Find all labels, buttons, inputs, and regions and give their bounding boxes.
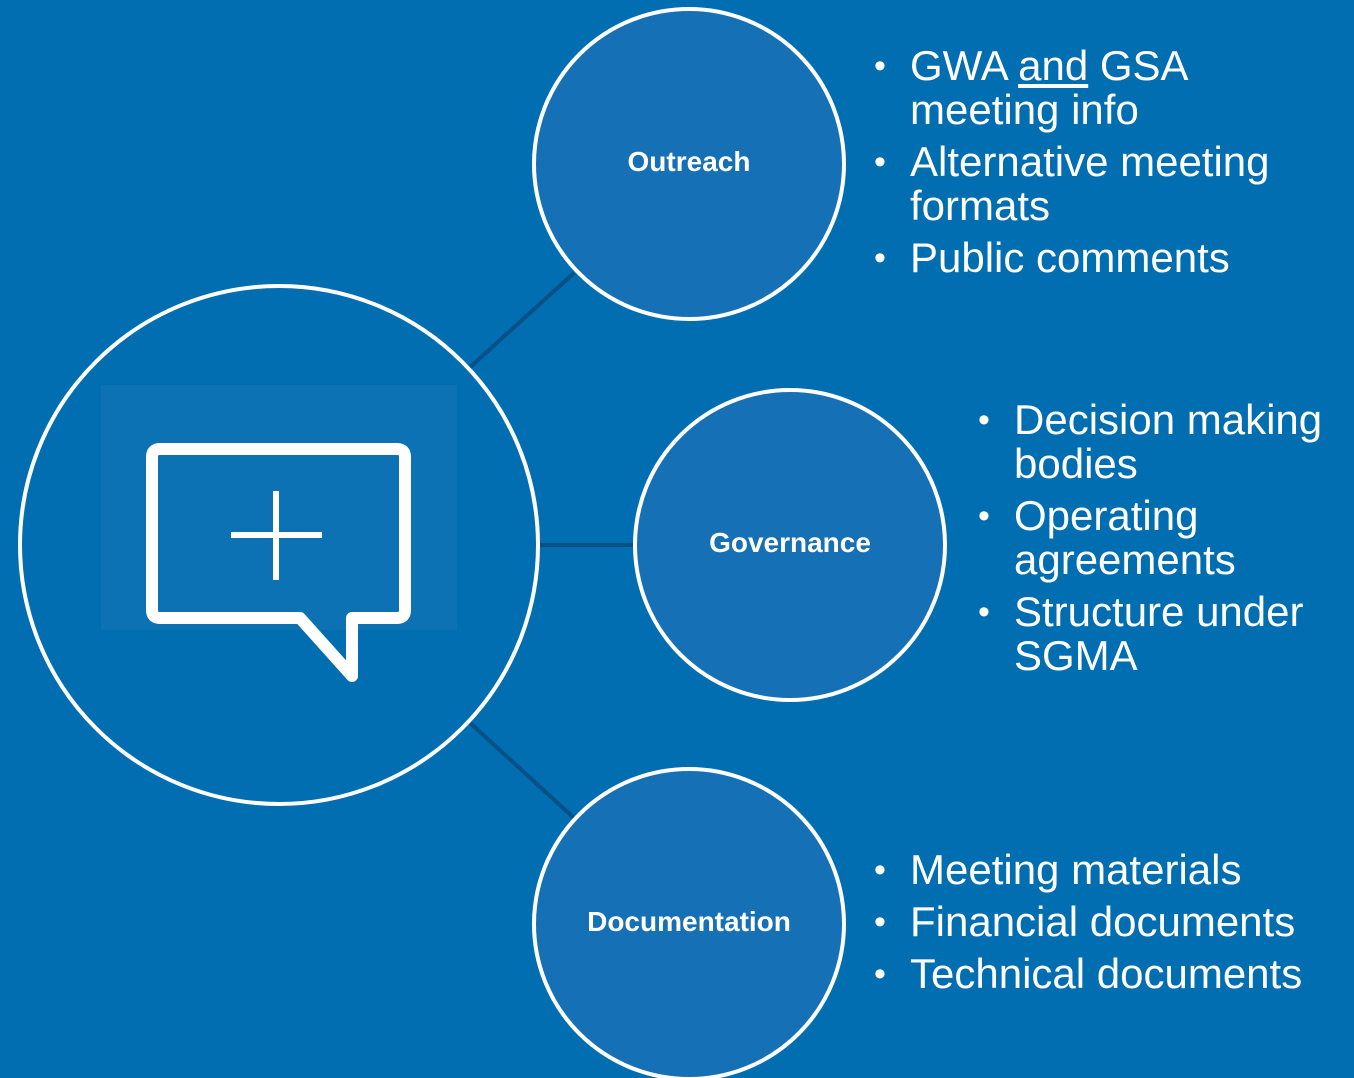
bullet-item: Structure under SGMA [978, 590, 1350, 678]
bullet-item: Public comments [874, 236, 1314, 281]
bullet-item: Meeting materials [874, 848, 1344, 893]
bullet-text-underlined: and [1018, 42, 1089, 89]
bullet-list-outreach: GWA and GSA meeting info Alternative mee… [874, 44, 1314, 288]
bullet-item: Alternative meeting formats [874, 140, 1314, 228]
node-label-outreach: Outreach [627, 146, 751, 177]
bullet-item: Financial documents [874, 900, 1344, 945]
node-circle-documentation [532, 767, 846, 1078]
bullet-list-documentation: Meeting materials Financial documents Te… [874, 848, 1344, 1004]
chat-bubble-plus-icon [101, 385, 457, 682]
bullet-text-part: GSA meeting info [910, 42, 1187, 133]
bullet-item: GWA and GSA meeting info [874, 44, 1314, 132]
node-label-governance: Governance [709, 527, 871, 558]
bullet-item: Operating agreements [978, 494, 1350, 582]
node-circle-governance [633, 388, 947, 702]
bullet-item: Decision making bodies [978, 398, 1350, 486]
node-label-documentation: Documentation [587, 906, 791, 937]
bullet-text-part: GWA [910, 42, 1019, 89]
connector-documentation [454, 708, 576, 820]
node-circle-outreach [532, 7, 846, 321]
bullet-item: Technical documents [874, 952, 1344, 997]
bullet-list-governance: Decision making bodies Operating agreeme… [978, 398, 1350, 686]
connector-outreach [454, 271, 576, 382]
